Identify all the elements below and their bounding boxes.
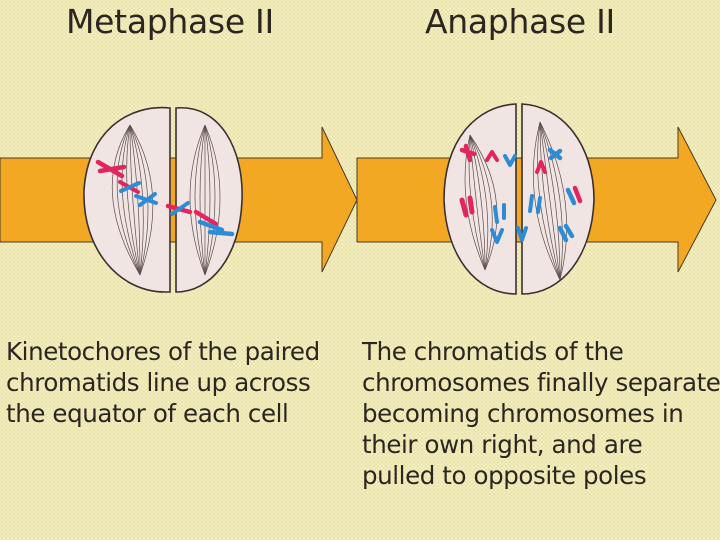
anaphase-caption-line: pulled to opposite poles (362, 461, 647, 490)
metaphase-chromosomes (95, 159, 235, 237)
metaphase-caption-line: the equator of each cell (6, 399, 289, 428)
anaphase-cell (443, 103, 595, 295)
anaphase-ii-title: Anaphase II (425, 2, 615, 41)
anaphase-chromosomes (459, 143, 583, 244)
metaphase-spindle-fibers-left (111, 124, 154, 276)
anaphase-caption-line: The chromatids of the (362, 337, 624, 366)
metaphase-cell (83, 106, 243, 293)
metaphase-ii-caption: Kinetochores of the paired chromatids li… (6, 336, 320, 429)
anaphase-daughter-cell-left (443, 103, 517, 295)
anaphase-caption-line: becoming chromosomes in (362, 399, 684, 428)
anaphase-caption-line: their own right, and are (362, 430, 643, 459)
metaphase-ii-title: Metaphase II (66, 2, 274, 41)
anaphase-ii-caption: The chromatids of the chromosomes finall… (362, 336, 720, 491)
anaphase-daughter-cell-right (521, 103, 595, 295)
metaphase-daughter-cell-right (175, 107, 243, 293)
cell-division-diagram (0, 103, 717, 295)
anaphase-caption-line: chromosomes finally separate, (362, 368, 720, 397)
metaphase-spindle-fibers-right (189, 124, 221, 276)
metaphase-caption-line: chromatids line up across (6, 368, 311, 397)
metaphase-caption-line: Kinetochores of the paired (6, 337, 320, 366)
